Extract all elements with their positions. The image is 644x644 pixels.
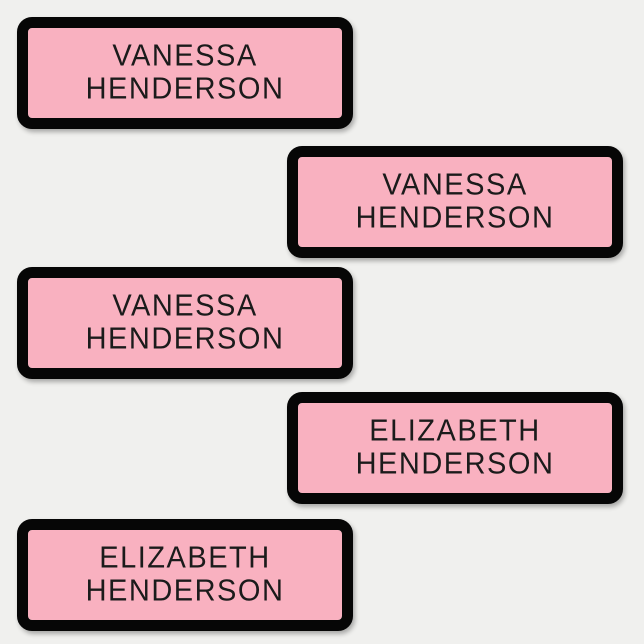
label-last-name: HENDERSON: [355, 201, 555, 235]
label-last-name: HENDERSON: [355, 447, 555, 481]
name-label-5: ELIZABETH HENDERSON: [17, 519, 353, 631]
label-first-name: VANESSA: [382, 168, 528, 202]
name-label-2: VANESSA HENDERSON: [287, 146, 623, 258]
label-first-name: VANESSA: [112, 39, 258, 73]
name-label-3: VANESSA HENDERSON: [17, 267, 353, 379]
name-label-4: ELIZABETH HENDERSON: [287, 392, 623, 504]
name-label-1: VANESSA HENDERSON: [17, 17, 353, 129]
label-first-name: VANESSA: [112, 289, 258, 323]
label-last-name: HENDERSON: [85, 322, 285, 356]
label-last-name: HENDERSON: [85, 574, 285, 608]
label-last-name: HENDERSON: [85, 72, 285, 106]
label-first-name: ELIZABETH: [369, 414, 541, 448]
label-first-name: ELIZABETH: [99, 541, 271, 575]
